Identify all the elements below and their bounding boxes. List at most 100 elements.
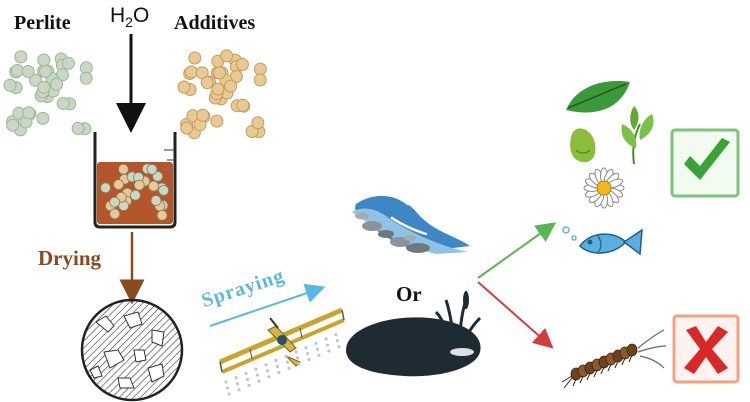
particle-icon: [150, 195, 162, 206]
spray-drop: [267, 375, 271, 379]
spray-drop: [277, 370, 281, 375]
larva-leg: [572, 378, 577, 387]
spray-drop: [254, 367, 258, 371]
drying-label: Drying: [38, 246, 101, 270]
spray-drop: [244, 371, 248, 375]
spray-drop: [265, 369, 270, 373]
particle-icon: [129, 189, 141, 201]
spray-drop: [257, 379, 261, 383]
spray-drop: [317, 353, 321, 357]
spray-drop: [285, 360, 290, 364]
particle-icon: [6, 118, 20, 132]
crop-duster-icon: [219, 307, 345, 396]
particle-icon: [50, 77, 64, 91]
particle-icon: [109, 208, 121, 220]
larva-leg: [628, 354, 633, 363]
particle-icon: [224, 79, 238, 93]
spray-drop: [304, 346, 308, 350]
spray-drop: [314, 341, 318, 345]
seed-icon: [570, 128, 596, 163]
particle-icon: [113, 179, 124, 191]
spray-drop: [274, 358, 278, 363]
spray-drop: [325, 343, 330, 347]
particle-icon: [180, 121, 194, 135]
particle-icon: [184, 65, 198, 79]
fish-icon: [562, 226, 643, 256]
larva-leg: [614, 360, 619, 369]
larva-leg: [607, 363, 612, 372]
spray-drop: [235, 382, 240, 386]
particle-icon: [196, 108, 210, 122]
porous-granule-icon: [80, 298, 184, 402]
larva-segment: [626, 343, 638, 357]
perlite-particles: [3, 50, 93, 137]
beaker-icon: [93, 132, 177, 229]
spray-drop: [224, 380, 228, 384]
spray-drop: [275, 364, 280, 369]
check-mark-icon: [684, 138, 730, 180]
spray-drop: [295, 356, 300, 360]
approved-box: [670, 128, 740, 198]
particle-icon: [210, 114, 224, 128]
spray-drop: [264, 363, 268, 367]
particle-icon: [79, 71, 93, 85]
spray-drop: [227, 392, 231, 396]
water-label: H2O: [110, 4, 150, 31]
red-arrow: [477, 281, 554, 349]
spray-drop: [315, 347, 320, 351]
particle-icon: [146, 163, 158, 175]
spraying-arrow: [209, 283, 326, 327]
particle-icon: [21, 65, 35, 78]
larva-leg: [593, 369, 598, 378]
particle-icon: [158, 184, 170, 196]
particle-icon: [109, 196, 121, 208]
spray-drop: [305, 352, 310, 356]
spray-drop: [337, 345, 341, 349]
particle-icon: [156, 209, 168, 221]
pond-icon: [346, 291, 482, 377]
spray-drop: [247, 383, 251, 387]
particle-icon: [253, 62, 267, 76]
particle-icon: [251, 116, 265, 130]
particle-icon: [220, 49, 234, 63]
particle-icon: [14, 50, 28, 64]
particle-icon: [188, 51, 202, 65]
particle-icon: [37, 53, 51, 67]
rejected-box: [672, 314, 740, 384]
particle-icon: [37, 80, 51, 94]
daisy-center: [596, 180, 612, 196]
particle-icon: [39, 64, 52, 78]
additives-label: Additives: [174, 12, 256, 34]
spray-drop: [294, 350, 298, 354]
particle-icon: [236, 98, 250, 112]
particle-icon: [133, 179, 145, 191]
insect-larva-icon: [561, 329, 667, 389]
larva-leg: [621, 357, 626, 366]
branch-arrows: [477, 222, 557, 349]
larva-tail: [563, 377, 573, 389]
particle-icon: [36, 111, 50, 125]
larva-leg: [586, 372, 591, 381]
x-mark-icon: [684, 326, 728, 374]
daisy-icon: [583, 167, 625, 209]
particle-icon: [10, 64, 24, 77]
spray-drop: [237, 388, 241, 392]
spray-drop: [335, 339, 340, 343]
larva-tail: [561, 375, 573, 383]
particle-icon: [100, 182, 111, 194]
particle-icon: [22, 106, 36, 120]
river-icon: [352, 193, 470, 254]
spray-drop: [284, 354, 288, 358]
particle-icon: [71, 122, 85, 135]
particle-icon: [29, 73, 42, 87]
particle-icon: [3, 78, 17, 92]
spray-drop: [334, 333, 338, 337]
particle-icon: [152, 170, 164, 182]
spray-drop: [255, 373, 260, 377]
spray-drop: [287, 366, 291, 370]
spray-drop: [225, 386, 230, 390]
larva-leg: [579, 375, 584, 384]
leaf-icon: [566, 81, 630, 113]
particle-icon: [118, 163, 129, 175]
